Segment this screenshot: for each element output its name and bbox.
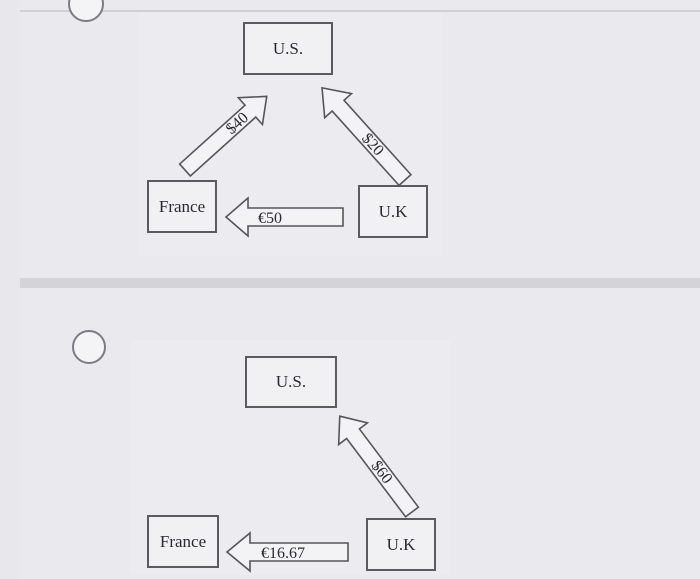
node-label: U.S. (272, 38, 304, 58)
option-1-arrow-france-to-us: $40 (178, 95, 268, 178)
left-margin-strip (0, 0, 20, 579)
arrow-label: €16.67 (261, 545, 305, 562)
option-divider-line (20, 10, 700, 12)
option-1-node-uk: U.K (358, 185, 428, 238)
option-1-node-us: U.S. (243, 22, 333, 75)
arrow-label: €50 (258, 210, 282, 227)
option-2-node-uk: U.K (366, 518, 436, 571)
node-label: France (159, 531, 207, 551)
node-label: U.S. (275, 372, 307, 391)
option-2-arrow-uk-to-us: $60 (337, 415, 420, 518)
option-2-node-france: France (147, 515, 219, 568)
option-1-arrow-uk-to-us: $20 (321, 86, 413, 187)
node-label: U.K (386, 534, 416, 554)
option-1-node-france: France (147, 180, 217, 233)
option-2-radio-button[interactable] (72, 330, 106, 364)
option-2-node-us: U.S. (245, 356, 337, 408)
option-1-arrow-uk-to-france: €50 (224, 196, 344, 238)
node-label: France (158, 196, 206, 216)
option-2-arrow-uk-to-france: €16.67 (225, 531, 349, 573)
options-separator (20, 278, 700, 288)
node-label: U.K (378, 201, 408, 221)
